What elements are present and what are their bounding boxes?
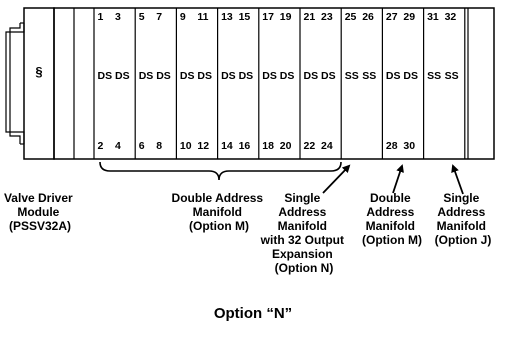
station-number-top: 21: [304, 11, 316, 23]
station-number-top: 7: [156, 11, 162, 23]
station-number-bottom: 16: [239, 140, 251, 152]
address-code: DS: [221, 70, 236, 82]
station-number-bottom: 12: [197, 140, 209, 152]
station-number-bottom: 18: [262, 140, 274, 152]
address-code: DS: [115, 70, 130, 82]
arrow-single-address-n: [322, 164, 351, 194]
station-number-bottom: 8: [156, 140, 162, 152]
station-number-bottom: 2: [98, 140, 104, 152]
station-number-bottom: 14: [221, 140, 233, 152]
address-code: DS: [180, 70, 195, 82]
address-code: DS: [156, 70, 171, 82]
address-code: DS: [98, 70, 113, 82]
address-code: DS: [386, 70, 401, 82]
address-code: SS: [445, 70, 459, 82]
address-code: DS: [403, 70, 418, 82]
station-number-top: 3: [115, 11, 121, 23]
station-number-bottom: 4: [115, 140, 121, 152]
station-number-top: 27: [386, 11, 398, 23]
station-number-top: 26: [362, 11, 374, 23]
station-number-top: 29: [403, 11, 415, 23]
address-code: SS: [362, 70, 376, 82]
station-number-top: 9: [180, 11, 186, 23]
address-code: DS: [239, 70, 254, 82]
station-number-bottom: 24: [321, 140, 333, 152]
station-number-top: 15: [239, 11, 251, 23]
manifold-body: [53, 7, 495, 160]
station-number-top: 19: [280, 11, 292, 23]
station-number-bottom: 30: [403, 140, 415, 152]
station-number-top: 31: [427, 11, 439, 23]
station-number-top: 1: [98, 11, 104, 23]
label-single-address-n: Single Address Manifold with 32 Output E…: [260, 191, 348, 275]
address-code: DS: [321, 70, 336, 82]
station-number-bottom: 6: [139, 140, 145, 152]
arrow-single-address-j: [451, 164, 464, 195]
arrow-double-address-m2: [392, 164, 404, 194]
address-code: DS: [304, 70, 319, 82]
station-number-bottom: 28: [386, 140, 398, 152]
station-number-bottom: 20: [280, 140, 292, 152]
address-code: DS: [197, 70, 212, 82]
driver-connector-glyph: §: [35, 64, 42, 79]
station-number-top: 11: [197, 11, 208, 23]
station-number-top: 23: [321, 11, 333, 23]
station-number-top: 13: [221, 11, 233, 23]
station-number-top: 25: [345, 11, 357, 23]
label-valve-driver: Valve Driver Module (PSSV32A): [4, 191, 76, 233]
label-double-address-m: Double Address Manifold (Option M): [172, 191, 267, 233]
valve-driver-module: §: [5, 7, 55, 160]
double-address-brace: [99, 161, 342, 181]
label-double-address-m2: Double Address Manifold (Option M): [362, 191, 422, 247]
address-code: DS: [262, 70, 277, 82]
address-code: SS: [427, 70, 441, 82]
label-single-address-j: Single Address Manifold (Option J): [435, 191, 492, 247]
address-code: DS: [280, 70, 295, 82]
station-number-bottom: 10: [180, 140, 192, 152]
address-code: SS: [345, 70, 359, 82]
station-number-bottom: 22: [304, 140, 316, 152]
station-number-top: 17: [262, 11, 274, 23]
station-number-top: 32: [445, 11, 457, 23]
figure-caption: Option “N”: [214, 305, 292, 322]
station-number-top: 5: [139, 11, 145, 23]
address-code: DS: [139, 70, 154, 82]
